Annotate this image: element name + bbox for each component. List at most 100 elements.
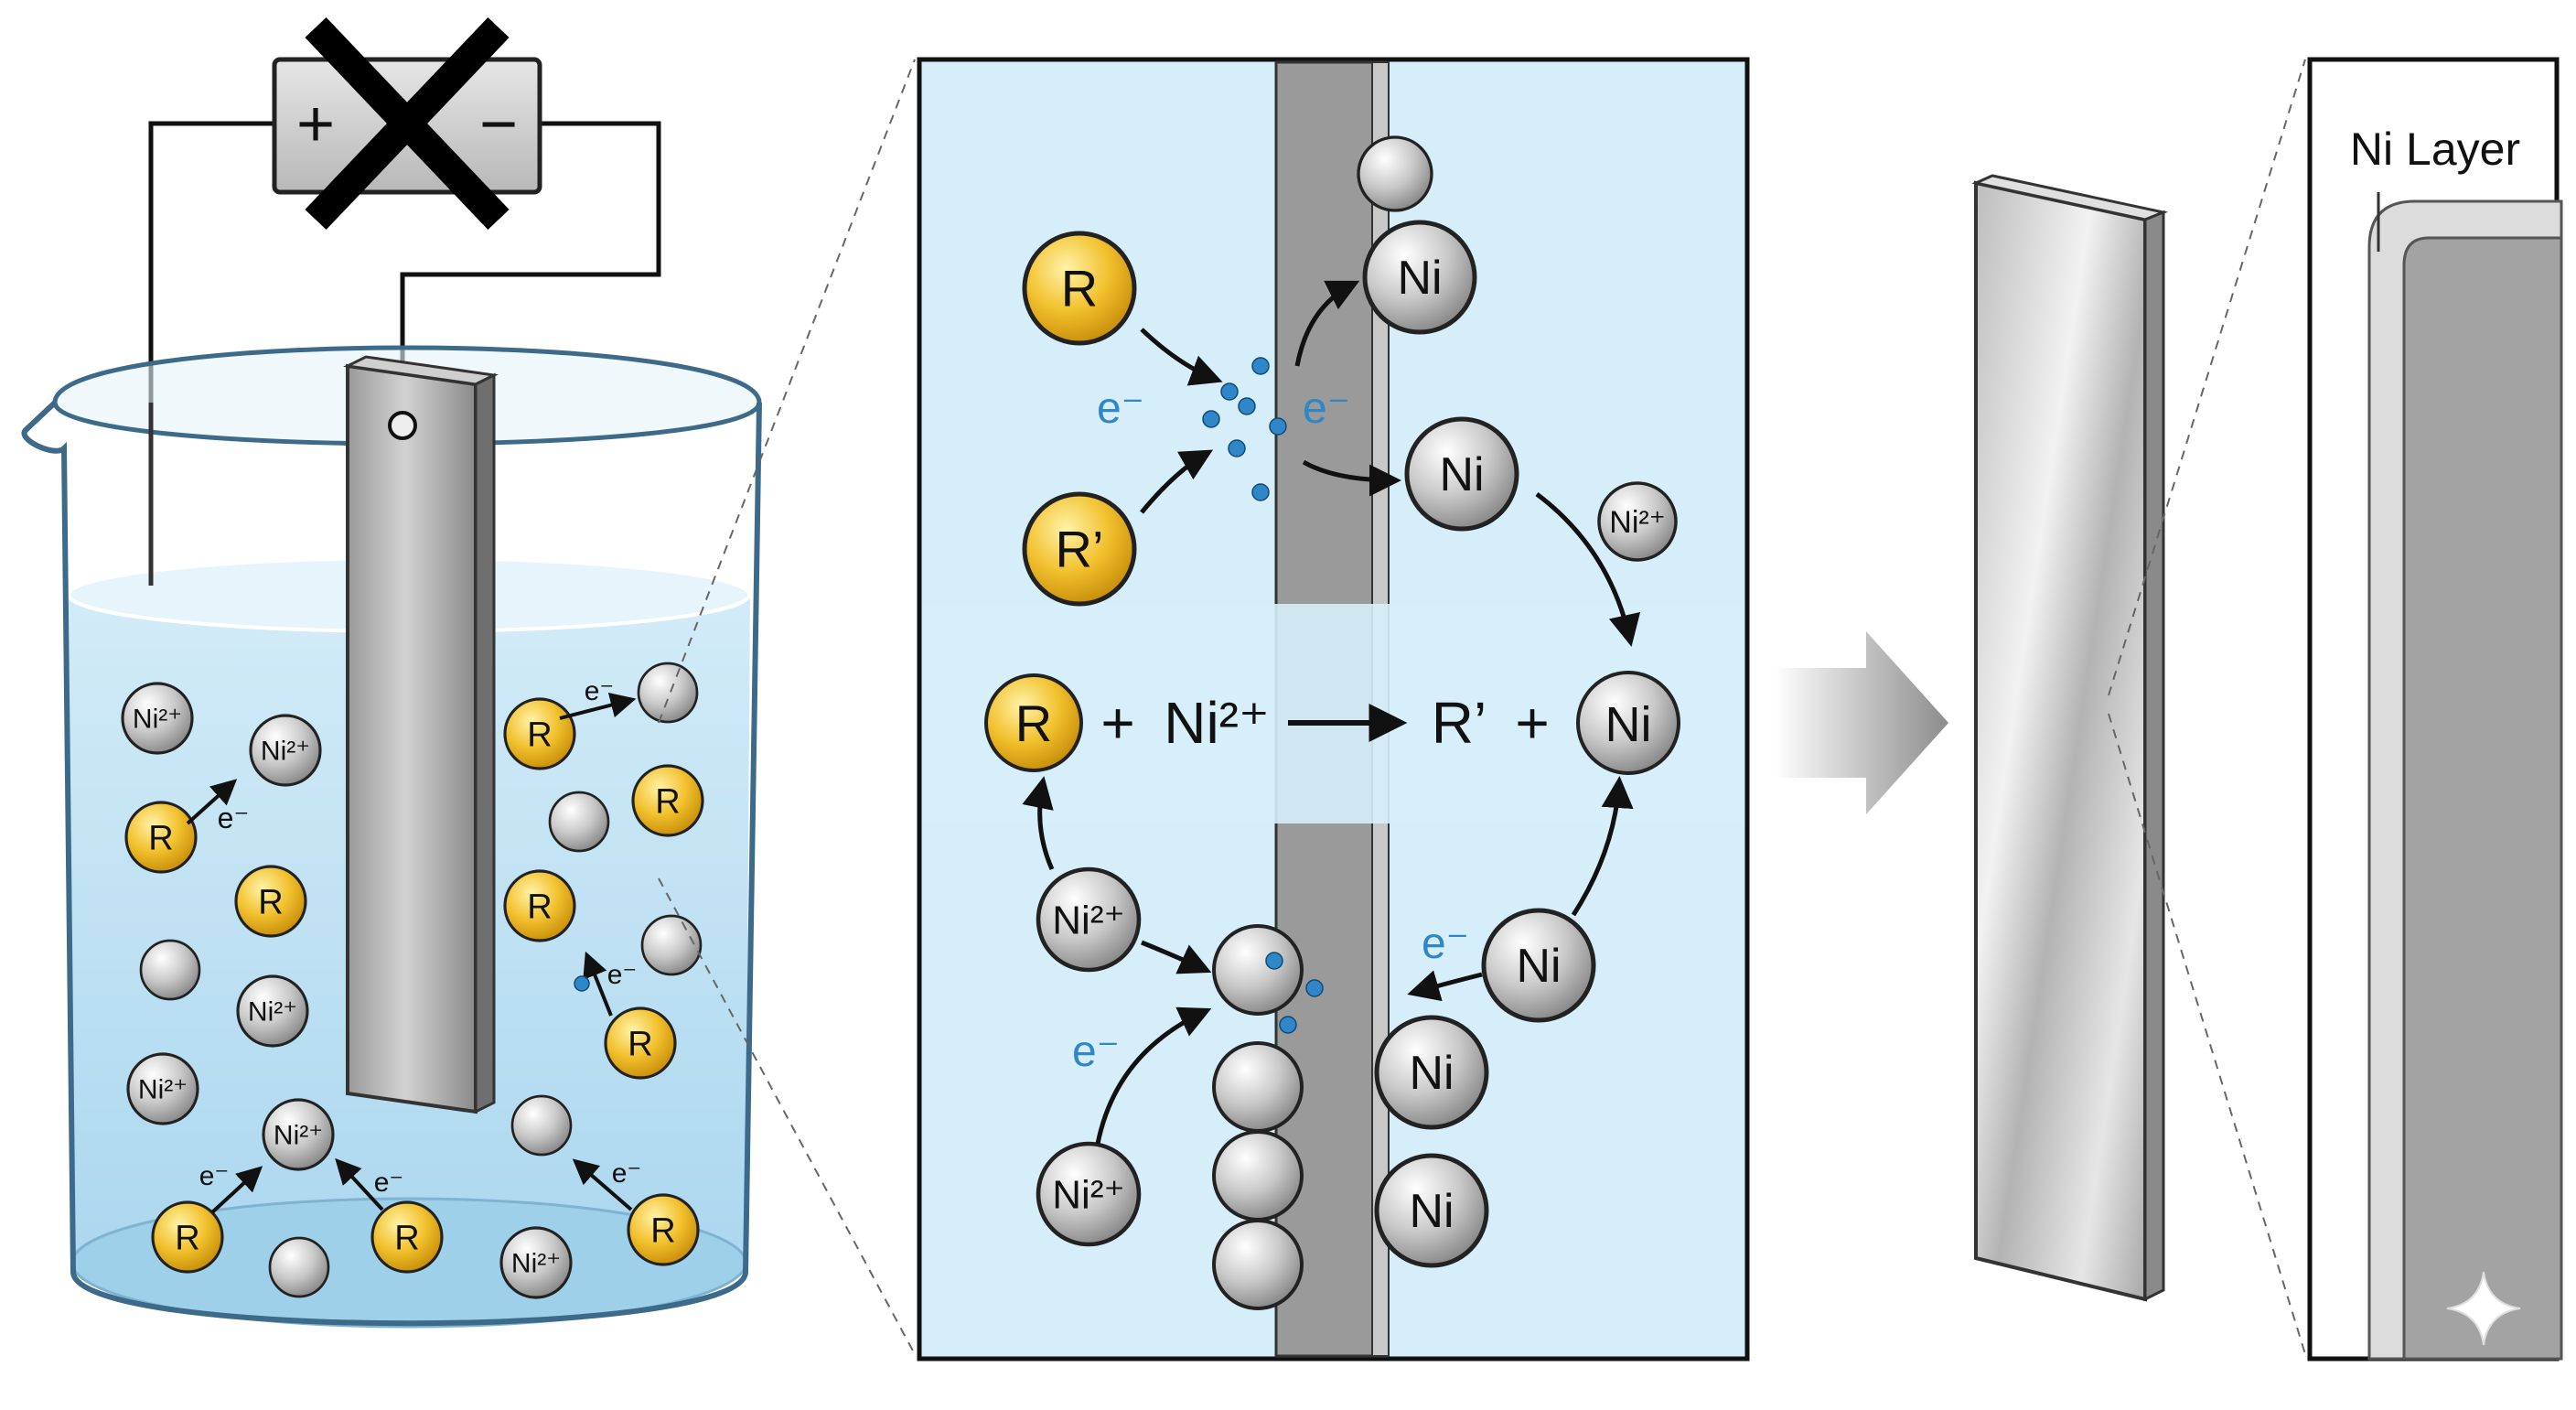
zoom-nickel-atom-1 bbox=[1404, 416, 1519, 532]
zoom-ni-ion-0-label: Ni²⁺ bbox=[1052, 898, 1124, 942]
zoom-lines-2 bbox=[2108, 59, 2306, 1355]
zoom-nickel-atom-label-3: Ni bbox=[1409, 1047, 1454, 1100]
zoom-arrow-ni-to-equation bbox=[1535, 492, 1641, 647]
zoom-nickel-atom-2 bbox=[1481, 908, 1596, 1023]
zoom-nickel-atom-label-4: Ni bbox=[1409, 1185, 1454, 1238]
beaker-reducer-6 bbox=[151, 1200, 224, 1274]
beaker-electron-dot bbox=[574, 975, 590, 992]
zoom-electron-dot-bottom-1 bbox=[1305, 979, 1324, 997]
beaker-arrow-0 bbox=[186, 779, 238, 825]
zoom-reducer-R-label: R bbox=[1061, 260, 1098, 318]
zoom-surface-atom-top bbox=[1357, 135, 1433, 212]
zoom-arrow-R-to-surface bbox=[1140, 328, 1223, 386]
zoom-electron-dot-top-5 bbox=[1228, 439, 1246, 457]
equation-reducer-particle bbox=[984, 673, 1083, 772]
zoom-nickel-atom-3 bbox=[1374, 1015, 1489, 1130]
beaker-nickel-atom-1 bbox=[548, 791, 610, 853]
beaker-ni-ion-label-0: Ni²⁺ bbox=[133, 705, 182, 735]
beaker-ni-ion-label-2: Ni²⁺ bbox=[248, 997, 297, 1028]
beaker-nickel-atom-0 bbox=[637, 662, 699, 724]
beaker-ni-ion-label-5: Ni²⁺ bbox=[511, 1249, 561, 1279]
zoom-electron-label-0: e⁻ bbox=[1097, 384, 1144, 433]
disconnected-x-icon bbox=[305, 16, 510, 231]
beaker-panel: + − bbox=[21, 16, 762, 1329]
zoom-arrow-ion-to-surface bbox=[1141, 940, 1212, 974]
cross-section-panel: Ni Layer bbox=[2307, 57, 2563, 1362]
ni-layer-label: Ni Layer bbox=[2350, 124, 2520, 175]
beaker-reducer-5 bbox=[604, 1006, 677, 1080]
beaker-electron-label-1: e⁻ bbox=[585, 676, 615, 706]
equation-product-1: R’ bbox=[1432, 690, 1487, 756]
zoom-deposited-atom-3 bbox=[1212, 1219, 1304, 1310]
beaker-electron-label-3: e⁻ bbox=[199, 1161, 230, 1191]
beaker-reducer-2 bbox=[503, 697, 576, 770]
equation-reactant-2: Ni²⁺ bbox=[1164, 690, 1270, 756]
beaker-electron-label-2: e⁻ bbox=[607, 960, 638, 990]
zoom-arrows: e⁻e⁻e⁻e⁻ bbox=[1022, 280, 1641, 1145]
zoom-nickel-atom-label-1: Ni bbox=[1439, 448, 1484, 501]
beaker-reducer-8 bbox=[627, 1193, 700, 1266]
beaker-reducer-label-6: R bbox=[175, 1219, 199, 1257]
beaker-electron-label-5: e⁻ bbox=[612, 1158, 642, 1189]
zoom-electron-dot-top-1 bbox=[1220, 382, 1239, 401]
zoom-nickel-atom-4 bbox=[1374, 1153, 1489, 1268]
beaker-ni-ion-2 bbox=[236, 974, 309, 1048]
equation-product-2: Ni bbox=[1605, 697, 1652, 752]
zoom-nickel-atom-0 bbox=[1362, 220, 1477, 335]
battery: + − bbox=[272, 16, 542, 231]
beaker-arrows: e⁻e⁻e⁻e⁻e⁻e⁻ bbox=[186, 676, 642, 1214]
battery-plus-label: + bbox=[296, 88, 335, 161]
zoom-electron-dot-bottom-0 bbox=[1265, 952, 1283, 970]
beaker-arrow-3 bbox=[210, 1166, 263, 1214]
beaker-reducer-4 bbox=[503, 869, 576, 942]
beaker-reducer-label-3: R bbox=[655, 782, 680, 821]
beaker-reducer-3 bbox=[631, 764, 704, 837]
zoom-electron-dot-bottom-2 bbox=[1279, 1016, 1297, 1034]
zoom-arrow-ni-to-equation-product bbox=[1571, 776, 1634, 917]
zoom-electron-dot-top-3 bbox=[1202, 410, 1220, 428]
equation-nickel-particle bbox=[1576, 671, 1680, 775]
zoom-electron-dot-top-6 bbox=[1251, 483, 1270, 501]
beaker-reducer-0 bbox=[124, 801, 198, 874]
beaker-reducer-label-1: R bbox=[258, 883, 283, 921]
zoom-reducer-R bbox=[1022, 231, 1137, 346]
beaker-nickel-atom-4 bbox=[510, 1094, 573, 1157]
beaker-electron-label-0: e⁻ bbox=[218, 802, 250, 834]
beaker-ni-ion-0 bbox=[121, 682, 194, 755]
zoom-deposited-atom-1 bbox=[1212, 1041, 1304, 1133]
beaker-reducer-7 bbox=[370, 1200, 444, 1274]
circuit-wire-right bbox=[400, 121, 661, 393]
beaker-ni-ion-4 bbox=[262, 1098, 335, 1171]
zoom-nickel-atom-label-2: Ni bbox=[1516, 940, 1561, 993]
beaker-nickel-atom-3 bbox=[640, 914, 703, 976]
zoom-ni-ion-small bbox=[1597, 481, 1678, 562]
zoom-arrow-lower-ion-to-surface bbox=[1095, 1006, 1212, 1145]
zoom-ni-ion-0 bbox=[1036, 866, 1142, 973]
zoom-ni-ion-1 bbox=[1036, 1141, 1142, 1247]
reaction-equation: R + Ni²⁺ R’ + Ni bbox=[984, 671, 1680, 775]
zoom-deposited-atom-0 bbox=[1212, 924, 1304, 1016]
beaker-arrow-5 bbox=[572, 1158, 633, 1211]
zoom-ni-ion-1-label: Ni²⁺ bbox=[1052, 1172, 1124, 1217]
zoom-ni-ion-small-label: Ni²⁺ bbox=[1609, 505, 1665, 540]
beaker-ni-ion-label-3: Ni²⁺ bbox=[138, 1075, 188, 1105]
battery-minus-label: − bbox=[479, 88, 518, 161]
equation-plus-2: + bbox=[1515, 690, 1549, 756]
zoom-arrow-to-ni-top bbox=[1294, 280, 1360, 367]
zoom-arrow-to-ni-mid bbox=[1302, 459, 1401, 497]
beaker-reducer-label-8: R bbox=[650, 1211, 675, 1250]
beaker-nickel-atom-2 bbox=[139, 939, 201, 1001]
beaker-wall bbox=[21, 400, 762, 1327]
beaker-reducer-label-5: R bbox=[628, 1025, 652, 1063]
zoom-arrow-ni-to-surface bbox=[1407, 970, 1483, 1002]
zoom-reducer-Rprime bbox=[1022, 491, 1137, 607]
zoom-arrow-ion-to-R bbox=[1022, 776, 1055, 871]
equation-plus-1: + bbox=[1100, 690, 1134, 756]
beaker-arrow-1 bbox=[559, 693, 637, 720]
beaker-arrow-2 bbox=[583, 951, 613, 1017]
beaker-ni-ion-1 bbox=[249, 714, 322, 787]
plated-strip bbox=[1971, 174, 2169, 1302]
beaker-reducer-1 bbox=[234, 865, 307, 938]
